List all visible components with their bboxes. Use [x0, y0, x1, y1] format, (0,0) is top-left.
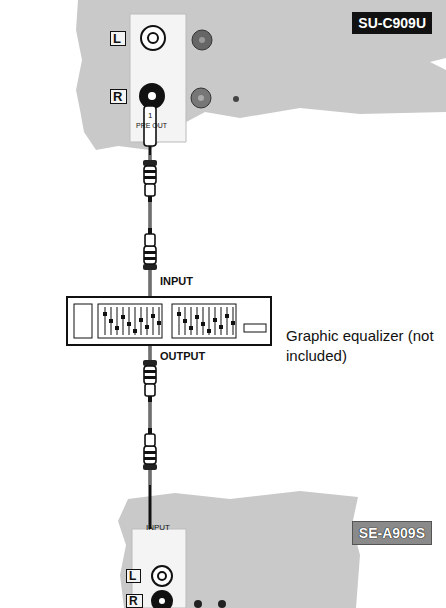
model-badge: SU-C909U — [352, 12, 432, 34]
channel-label: L — [126, 569, 141, 583]
jack-label: PRE OUT — [136, 122, 167, 129]
connection-label: OUTPUT — [160, 351, 205, 362]
channel-label: R — [110, 89, 127, 104]
graphic-equalizer: Graphic equalizer (not included) — [66, 296, 272, 346]
panel-illustration — [0, 485, 446, 608]
equalizer-front-panel — [68, 298, 270, 344]
power-amp-panel: SE-A909S — [0, 485, 446, 608]
channel-label: R — [126, 594, 143, 608]
channel-label: L — [110, 31, 126, 46]
connection-label: INPUT — [160, 276, 193, 287]
jack-label: INPUT — [146, 524, 170, 532]
equipment-caption: Graphic equalizer (not included) — [286, 326, 436, 366]
jack-label: 1 — [148, 112, 152, 120]
model-badge: SE-A909S — [352, 521, 432, 545]
amplifier-panel: SU-C909U — [0, 0, 446, 155]
